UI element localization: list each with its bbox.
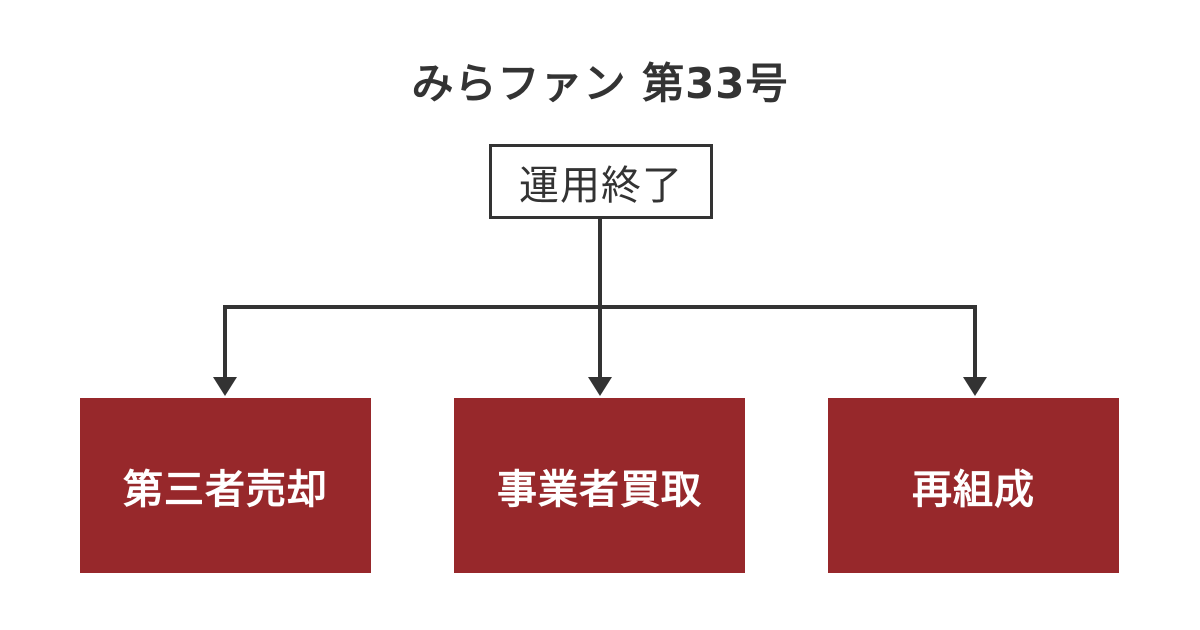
branch-node-label: 再組成 <box>912 466 1035 513</box>
diagram-title: みらファン 第33号 <box>411 59 789 108</box>
root-node-operation-end: 運用終了 <box>489 144 713 219</box>
branch-node-reorganization: 再組成 <box>828 398 1119 573</box>
connector-right-branch-line <box>973 305 977 378</box>
arrow-down-icon <box>588 377 612 396</box>
connector-left-branch-line <box>223 305 227 378</box>
branch-node-third-party-sale: 第三者売却 <box>80 398 371 573</box>
root-node-label: 運用終了 <box>519 162 683 209</box>
branch-node-label: 第三者売却 <box>123 466 328 513</box>
arrow-down-icon <box>963 377 987 396</box>
connector-trunk-line <box>598 219 602 378</box>
branch-node-operator-buyback: 事業者買取 <box>454 398 745 573</box>
connector-horizontal-line <box>223 305 977 309</box>
arrow-down-icon <box>213 377 237 396</box>
branch-node-label: 事業者買取 <box>497 466 702 513</box>
